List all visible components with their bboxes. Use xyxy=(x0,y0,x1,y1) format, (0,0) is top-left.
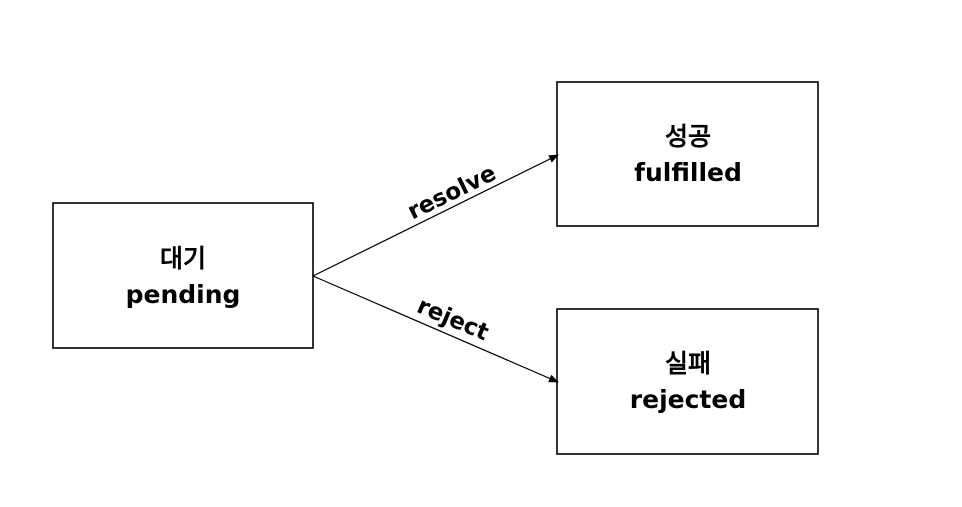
state-rejected-box xyxy=(556,308,819,455)
state-rejected: 실패 rejected xyxy=(556,308,819,455)
state-pending-korean-label: 대기 xyxy=(160,244,206,273)
state-rejected-korean-label: 실패 xyxy=(665,349,711,378)
state-fulfilled: 성공 fulfilled xyxy=(556,81,819,227)
resolve-arrow xyxy=(312,154,559,277)
resolve-label: resolve xyxy=(404,160,501,225)
state-rejected-english-label: rejected xyxy=(630,385,746,414)
state-pending-box xyxy=(52,202,314,349)
state-fulfilled-box xyxy=(556,81,819,227)
transition-reject: reject xyxy=(312,275,559,383)
state-fulfilled-korean-label: 성공 xyxy=(665,122,711,151)
reject-arrow xyxy=(312,275,559,383)
state-fulfilled-english-label: fulfilled xyxy=(634,158,742,187)
reject-label: reject xyxy=(413,293,492,346)
state-pending-english-label: pending xyxy=(126,280,241,309)
state-pending: 대기 pending xyxy=(52,202,314,349)
transition-resolve: resolve xyxy=(312,154,559,277)
